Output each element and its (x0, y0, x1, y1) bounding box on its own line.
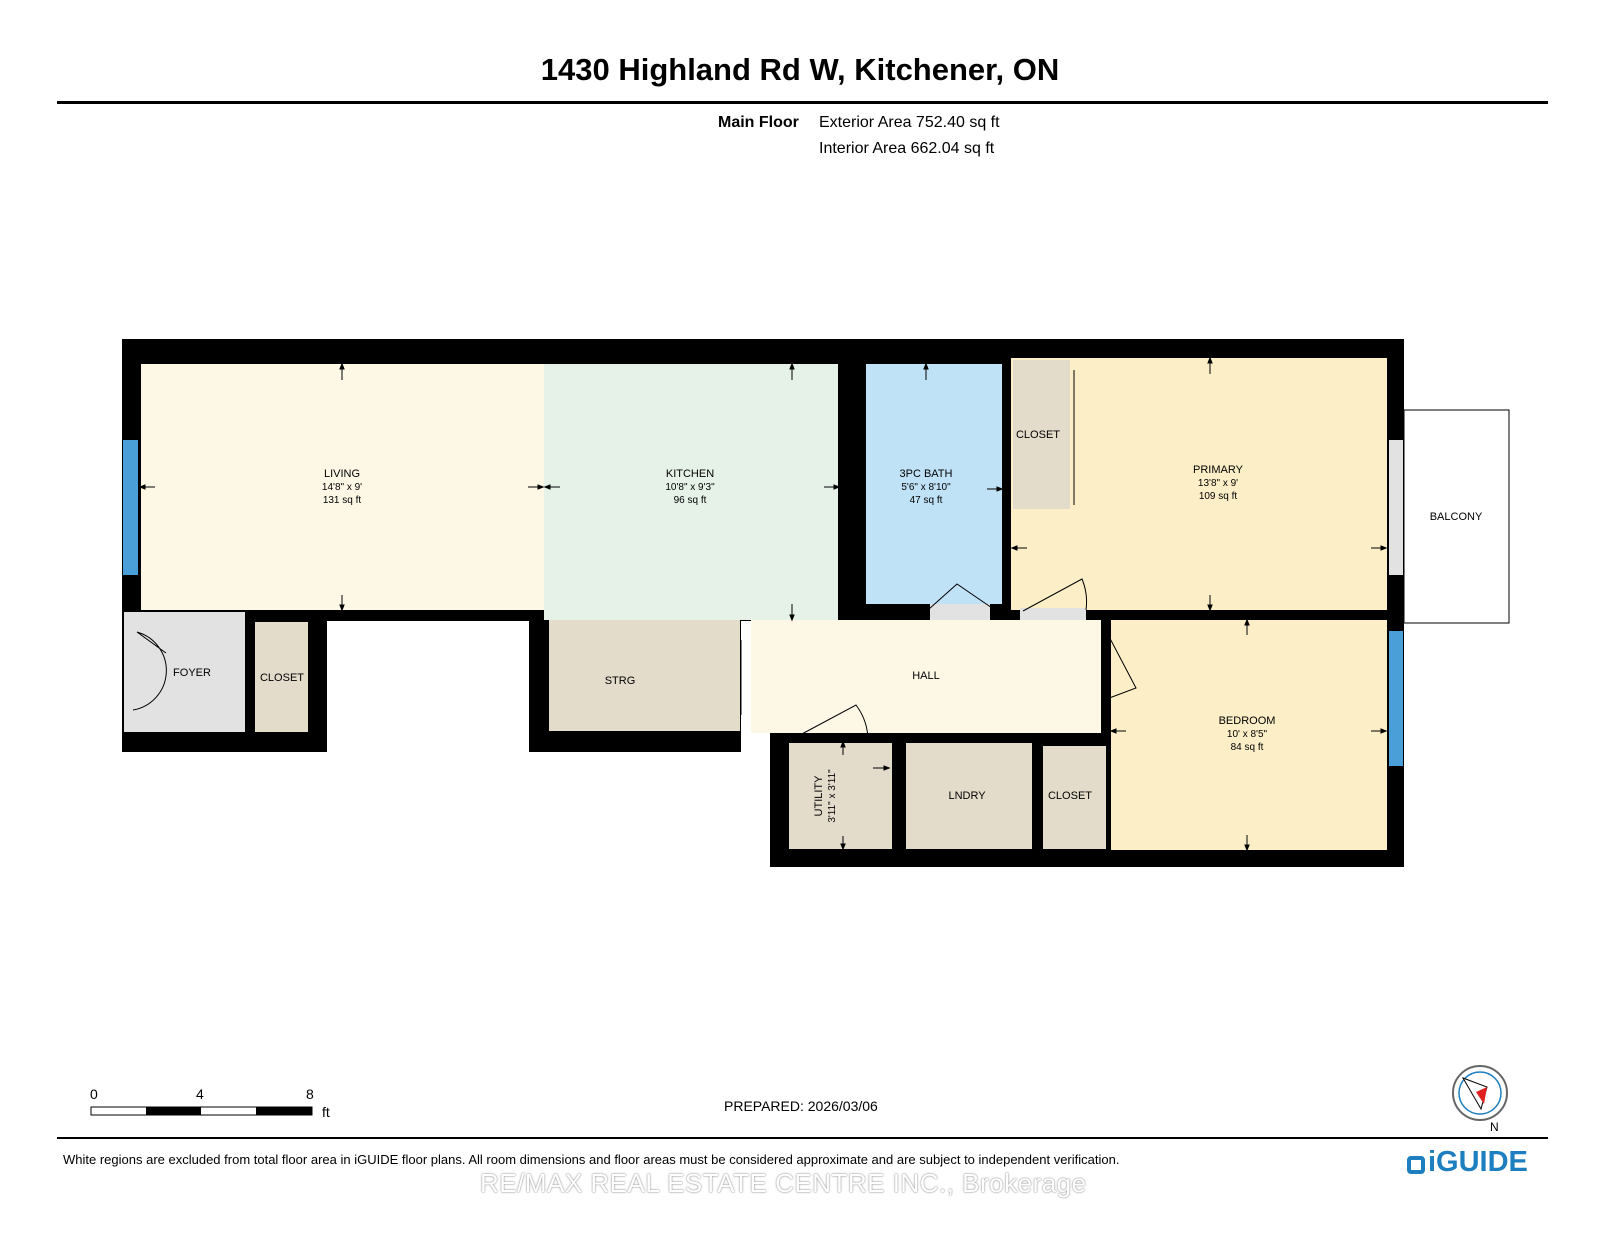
laundry-label: LNDRY (948, 790, 986, 802)
prepared-date: PREPARED: 2026/03/06 (724, 1098, 878, 1114)
foyer-door (132, 631, 167, 711)
compass-north-label: N (1490, 1120, 1499, 1134)
plan-title: 1430 Highland Rd W, Kitchener, ON (540, 52, 1060, 87)
brokerage-watermark: RE/MAX REAL ESTATE CENTRE INC., Brokerag… (480, 1168, 1087, 1198)
exterior-area: Exterior Area 752.40 sq ft (819, 114, 1000, 131)
primary-window (1389, 440, 1403, 575)
scale-tick-4: 4 (196, 1086, 204, 1102)
bath-label: 3PC BATH (900, 468, 953, 480)
utility-text-group: UTILITY 3'11" x 3'11" (813, 769, 838, 823)
floor-name: Main Floor (718, 114, 799, 131)
scale-unit: ft (322, 1104, 330, 1120)
storage-label: STRG (605, 675, 636, 687)
foyer-closet-fill (255, 622, 308, 732)
kitchen-label: KITCHEN (666, 468, 714, 480)
bath-door-gap (930, 604, 990, 620)
dimension-arrows (138, 356, 1388, 852)
utility-fill (789, 743, 892, 849)
balcony-outline (1403, 409, 1510, 624)
bath-area: 47 sq ft (910, 495, 943, 506)
primary-area: 109 sq ft (1199, 491, 1238, 502)
iguide-logo-text: iGUIDE (1428, 1146, 1528, 1178)
balcony-label: BALCONY (1430, 511, 1483, 523)
bath-dims: 5'6" x 8'10" (901, 482, 951, 493)
bedroom-window (1389, 631, 1403, 766)
foyer-fill (124, 612, 245, 732)
hall-fill (751, 620, 1101, 733)
living-dims: 14'8" x 9' (322, 482, 362, 493)
living-area: 131 sq ft (323, 495, 362, 506)
iguide-logo-icon (1407, 1156, 1425, 1174)
primary-closet-label: CLOSET (1016, 429, 1060, 441)
utility-label: UTILITY (813, 775, 825, 817)
scale-tick-0: 0 (90, 1086, 98, 1102)
bedroom-door (1103, 626, 1137, 701)
primary-label: PRIMARY (1193, 464, 1244, 476)
bedroom-area: 84 sq ft (1231, 742, 1264, 753)
primary-closet-fill-top (1013, 360, 1070, 509)
kitchen-fill (544, 364, 838, 620)
bedroom-closet-fill (1043, 746, 1106, 849)
disclaimer-text: White regions are excluded from total fl… (63, 1152, 1120, 1167)
kitchen-dims: 10'8" x 9'3" (665, 482, 715, 493)
hall-label: HALL (912, 670, 940, 682)
bedroom-closet-label: CLOSET (1048, 790, 1092, 802)
bedroom-fill (1111, 620, 1387, 850)
scale-bar: 0 4 8 ft (90, 1086, 330, 1120)
storage-fill (549, 620, 740, 731)
title-divider (57, 101, 1548, 104)
foyer-closet-label: CLOSET (260, 672, 304, 684)
bath-fill (866, 364, 1002, 604)
bedroom-label: BEDROOM (1219, 715, 1276, 727)
living-window (123, 440, 138, 575)
living-label: LIVING (324, 468, 360, 480)
primary-door-gap (1020, 608, 1086, 620)
utility-dims: 3'11" x 3'11" (827, 769, 838, 823)
iguide-logo: iGUIDE (1407, 1146, 1528, 1179)
bath-door (928, 583, 996, 611)
foyer-label: FOYER (173, 667, 211, 679)
primary-door (1022, 578, 1088, 612)
kitchen-area: 96 sq ft (674, 495, 707, 506)
bedroom-dims: 10' x 8'5" (1227, 729, 1268, 740)
living-fill (141, 364, 544, 610)
compass-icon: N (1452, 1065, 1508, 1134)
footer-divider (57, 1137, 1548, 1139)
interior-area: Interior Area 662.04 sq ft (819, 140, 995, 157)
laundry-fill (906, 743, 1032, 849)
scale-tick-8: 8 (306, 1086, 314, 1102)
utility-door (799, 704, 869, 743)
primary-dims: 13'8" x 9' (1198, 478, 1238, 489)
